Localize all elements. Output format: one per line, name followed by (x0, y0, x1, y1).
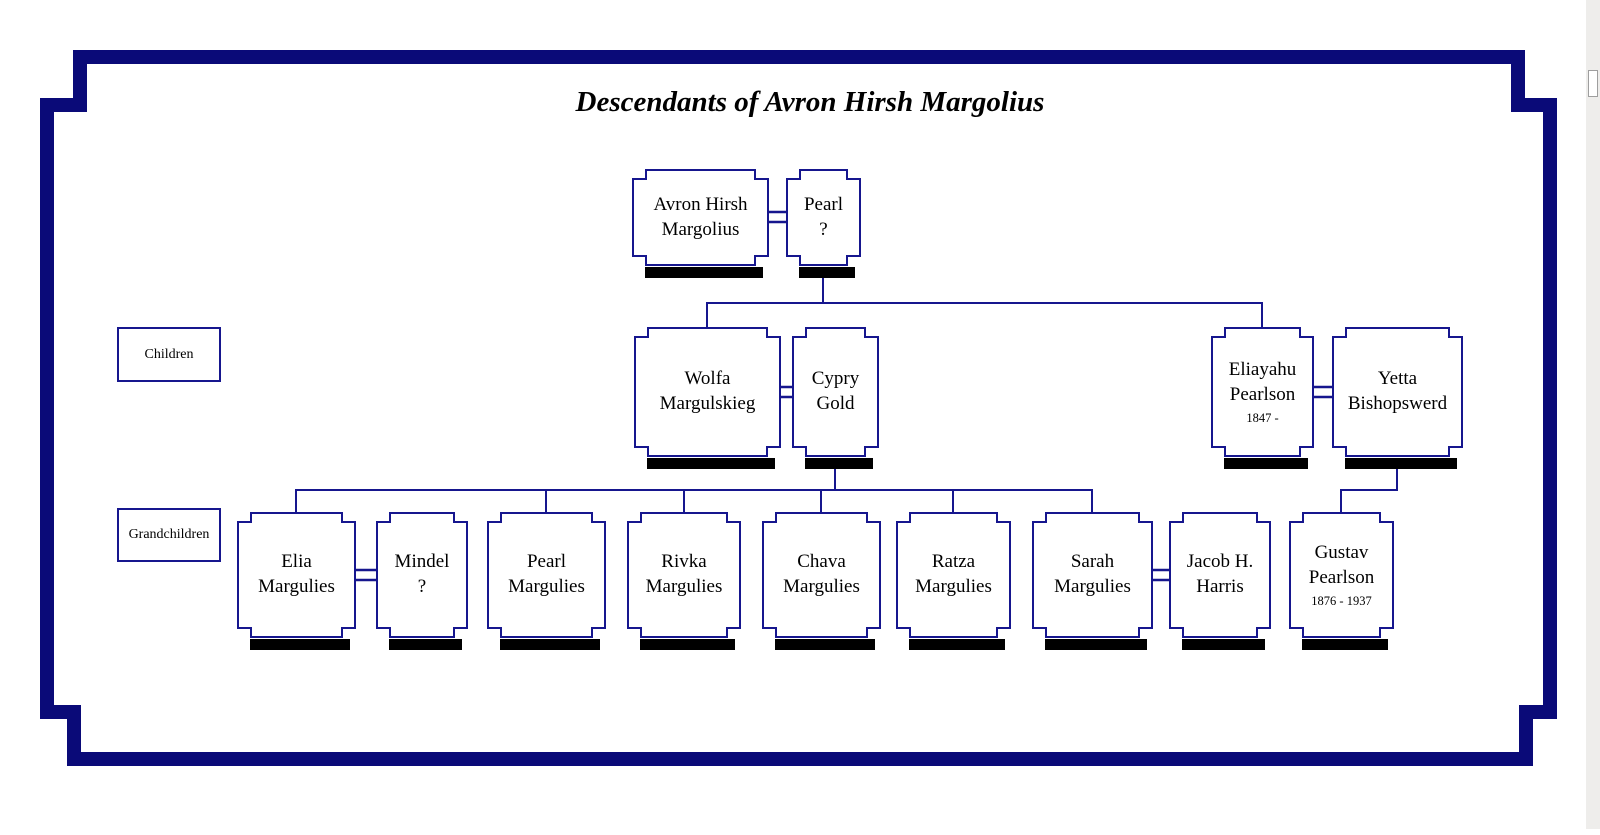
person-pearl-sr[interactable]: Pearl ? (787, 170, 860, 265)
person-name: Eliayahu Pearlson (1228, 359, 1297, 405)
person-box-outline-yetta (1332, 327, 1463, 457)
marriage-connector-avron-pearl (768, 210, 787, 224)
marriage-connector-wolfa-cypry (780, 385, 793, 399)
person-box-outline-gustav (1289, 512, 1394, 638)
person-box-outline-elia (237, 512, 356, 638)
shadow-cypry (805, 458, 873, 469)
person-pearl-m[interactable]: Pearl Margulies (488, 513, 605, 637)
shadow-rivka (640, 639, 735, 650)
box-shadows (250, 267, 1457, 650)
person-box-outline-wolfa (634, 327, 781, 457)
vertical-scrollbar-track[interactable] (1586, 0, 1600, 829)
person-box-outline-chava (762, 512, 881, 638)
person-name: Gustav Pearlson (1308, 542, 1375, 588)
person-name: Yetta Bishopswerd (1347, 368, 1448, 414)
person-box-outline-cypry (792, 327, 879, 457)
descent-connector-progenitors (706, 276, 1263, 328)
shadow-yetta (1345, 458, 1457, 469)
shadow-ratza (909, 639, 1005, 650)
chart-title: Descendants of Avron Hirsh Margolius (575, 86, 1045, 118)
shadow-jacob (1182, 639, 1265, 650)
shadow-mindel (389, 639, 462, 650)
descent-connector-wolfa-children (295, 468, 1093, 513)
person-avron[interactable]: Avron Hirsh Margolius (633, 170, 768, 265)
vertical-scrollbar-thumb[interactable] (1588, 70, 1598, 97)
marriage-connectors (355, 210, 1333, 582)
shadow-pearl-m (500, 639, 600, 650)
descent-connector-yetta-child (1340, 468, 1398, 513)
person-box-outline-rivka (627, 512, 741, 638)
person-gustav[interactable]: Gustav Pearlson 1876 - 1937 (1290, 513, 1393, 637)
person-rivka[interactable]: Rivka Margulies (628, 513, 740, 637)
person-name: Elia Margulies (258, 551, 335, 597)
person-box-outline-avron (632, 169, 769, 266)
person-mindel[interactable]: Mindel ? (377, 513, 467, 637)
person-name: Avron Hirsh Margolius (653, 193, 748, 240)
person-box-outline-sarah (1032, 512, 1153, 638)
shadow-sarah (1045, 639, 1147, 650)
decorative-frame (40, 50, 1557, 766)
person-name: Mindel ? (394, 551, 450, 597)
person-box-outline-eliayahu (1211, 327, 1314, 457)
shadow-gustav (1302, 639, 1388, 650)
person-name: Pearl ? (803, 193, 844, 240)
person-jacob[interactable]: Jacob H. Harris (1170, 513, 1270, 637)
person-box-outline-jacob (1169, 512, 1271, 638)
marriage-connector-eliayahu-yetta (1313, 385, 1333, 399)
shadow-pearl-sr (799, 267, 855, 278)
person-box-outline-pearl-m (487, 512, 606, 638)
person-ratza[interactable]: Ratza Margulies (897, 513, 1010, 637)
row-label-children: Children (117, 327, 221, 382)
shadow-eliayahu (1224, 458, 1308, 469)
person-yetta[interactable]: Yetta Bishopswerd (1333, 328, 1462, 456)
person-wolfa[interactable]: Wolfa Margulskieg (635, 328, 780, 456)
person-box-outline-pearl-sr (786, 169, 861, 266)
person-name: Rivka Margulies (645, 551, 723, 597)
row-label-children-text: Children (144, 346, 194, 362)
person-elia[interactable]: Elia Margulies (238, 513, 355, 637)
row-label-grandchildren: Grandchildren (117, 508, 221, 562)
row-label-grandchildren-text: Grandchildren (128, 527, 210, 542)
descent-connectors (295, 276, 1398, 513)
person-dates: 1847 - (1246, 410, 1279, 425)
person-name: Chava Margulies (783, 551, 860, 597)
person-name: Jacob H. Harris (1186, 551, 1254, 597)
person-name: Cypry Gold (811, 368, 860, 414)
person-box-outline-ratza (896, 512, 1011, 638)
person-sarah[interactable]: Sarah Margulies (1033, 513, 1152, 637)
shadow-elia (250, 639, 350, 650)
person-name: Pearl Margulies (508, 551, 585, 597)
person-cypry[interactable]: Cypry Gold (793, 328, 878, 456)
person-dates: 1876 - 1937 (1311, 593, 1372, 608)
person-box-outline-mindel (376, 512, 468, 638)
person-eliayahu[interactable]: Eliayahu Pearlson 1847 - (1212, 328, 1313, 456)
shadow-wolfa (647, 458, 775, 469)
person-name: Ratza Margulies (915, 551, 992, 597)
person-chava[interactable]: Chava Margulies (763, 513, 880, 637)
person-name: Wolfa Margulskieg (659, 368, 756, 414)
marriage-connector-elia-mindel (355, 568, 377, 582)
person-box-outlines (237, 169, 1463, 638)
shadow-chava (775, 639, 875, 650)
person-name: Sarah Margulies (1054, 551, 1131, 597)
marriage-connector-sarah-jacob (1152, 568, 1170, 582)
shadow-avron (645, 267, 763, 278)
